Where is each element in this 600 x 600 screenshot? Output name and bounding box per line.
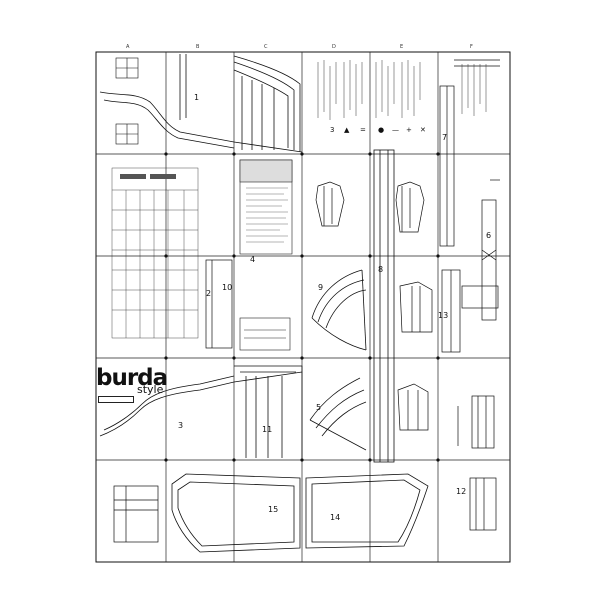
piece-8-label: 8 <box>378 265 383 274</box>
piece-right-narrow <box>481 179 500 321</box>
registration-marks <box>164 152 440 462</box>
piece-11-label: 11 <box>262 425 272 434</box>
piece-yoke-top <box>99 54 303 153</box>
column-text-right <box>461 64 487 116</box>
column-letters: A B C D E F <box>126 44 473 50</box>
svg-text:●: ● <box>378 126 384 134</box>
svg-text:▲: ▲ <box>344 126 350 134</box>
piece-13-label: 13 <box>438 311 448 320</box>
instruction-panel <box>239 159 293 255</box>
piece-3-label: 3 <box>178 421 183 430</box>
svg-text:3: 3 <box>330 126 334 134</box>
svg-text:+: + <box>406 126 412 134</box>
symbol-legend: 3 ▲ = ● — + ✕ <box>330 126 426 134</box>
size-chart-figures <box>120 174 176 179</box>
note-box <box>239 317 291 351</box>
piece-14-label: 14 <box>330 513 340 522</box>
column-letter-e: E <box>400 44 403 50</box>
column-letter-f: F <box>470 44 473 50</box>
piece-10-label: 10 <box>222 283 232 292</box>
grid-lines <box>96 52 510 562</box>
piece-sleeve-left <box>171 473 301 553</box>
size-chart <box>111 167 199 339</box>
piece-curved-collar <box>311 269 367 351</box>
piece-6-label: 6 <box>486 231 491 240</box>
column-letter-d: D <box>332 44 336 50</box>
instruction-text-block <box>317 60 421 120</box>
svg-text:=: = <box>360 126 366 134</box>
garment-illustrations <box>315 181 425 233</box>
piece-12-label: 12 <box>456 487 466 496</box>
svg-text:✕: ✕ <box>420 126 426 134</box>
svg-text:—: — <box>392 126 399 134</box>
piece-left-tall <box>205 259 233 349</box>
piece-pocket <box>113 485 159 543</box>
column-letter-c: C <box>264 44 268 50</box>
piece-right-column-r3 <box>441 269 499 353</box>
piece-skirt-panel <box>99 365 303 458</box>
piece-bodice-outline <box>399 281 433 333</box>
piece-5-label: 5 <box>316 403 321 412</box>
piece-right-r5 <box>469 477 497 531</box>
piece-right-r4 <box>457 395 495 449</box>
piece-2-label: 2 <box>206 289 211 298</box>
brand-sub: style <box>137 383 164 396</box>
column-letter-a: A <box>126 44 130 50</box>
piece-4-label: 4 <box>250 255 255 264</box>
piece-7-label: 7 <box>442 133 447 142</box>
symbol-boxes <box>115 57 139 145</box>
piece-9-label: 9 <box>318 283 323 292</box>
piece-wing <box>309 377 367 451</box>
column-letter-b: B <box>196 44 200 50</box>
brand-logo: burda style <box>96 365 168 410</box>
sheet-border <box>95 51 511 563</box>
piece-1-label: 1 <box>194 93 199 102</box>
instruction-panel-lines <box>246 187 288 243</box>
piece-long-strip <box>373 149 395 463</box>
brand-tag <box>98 396 134 403</box>
piece-sleeve-right <box>305 473 429 549</box>
piece-15-label: 15 <box>268 505 278 514</box>
brand-name: burda <box>96 365 168 391</box>
piece-number-labels: 1 2 3 4 5 6 7 8 9 10 11 12 13 14 15 <box>178 93 491 522</box>
piece-strip-right <box>439 59 500 247</box>
piece-bodice-r4 <box>397 383 429 431</box>
